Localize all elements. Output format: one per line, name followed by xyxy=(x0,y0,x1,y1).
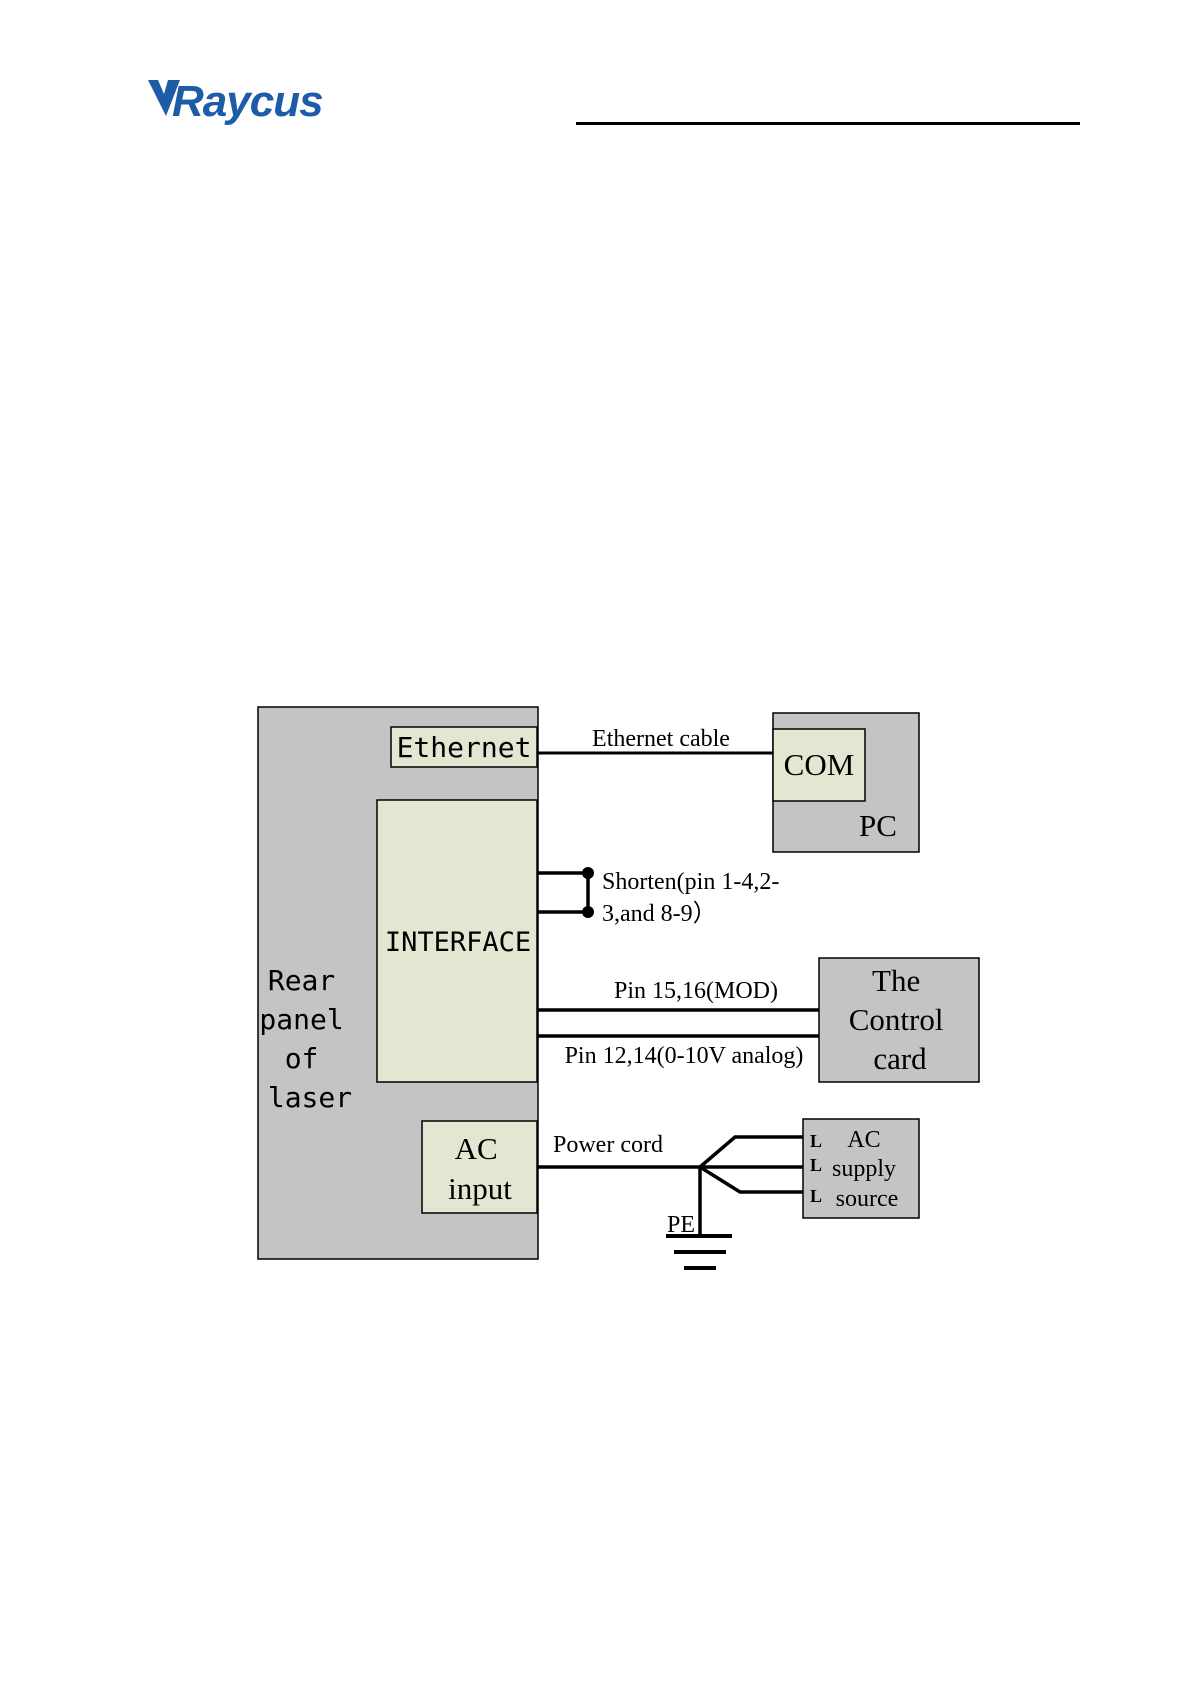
ac-supply-line: source xyxy=(836,1186,899,1212)
ethernet-port-label: Ethernet xyxy=(397,731,532,764)
power-cord-label: Power cord xyxy=(553,1132,663,1158)
control-card-line: card xyxy=(873,1041,927,1076)
pin-mod-label: Pin 15,16(MOD) xyxy=(614,978,778,1004)
interface-label: INTERFACE xyxy=(385,927,531,958)
ac-supply-line: AC xyxy=(847,1127,880,1153)
pin-analog-label: Pin 12,14(0-10V analog) xyxy=(565,1043,804,1069)
shorten-label: Shorten(pin 1-4,2- 3,and 8-9） xyxy=(602,869,785,927)
shorten-node-bottom xyxy=(582,906,594,918)
ac-supply-pin: L xyxy=(810,1155,822,1175)
control-card-line: Control xyxy=(849,1002,944,1037)
power-cord-branch-top xyxy=(700,1137,803,1167)
rear-panel-line: Rear xyxy=(268,964,335,997)
ac-supply-pin: L xyxy=(810,1186,822,1206)
shorten-label-line: Shorten(pin 1-4,2- xyxy=(602,869,779,895)
rear-panel-line: laser xyxy=(268,1081,352,1114)
ac-supply-pin: L xyxy=(810,1131,822,1151)
ac-input-line: input xyxy=(448,1171,512,1206)
pc-label: PC xyxy=(859,808,897,843)
shorten-jumper-wire xyxy=(537,873,588,912)
ethernet-cable-label: Ethernet cable xyxy=(592,726,730,752)
shorten-node-top xyxy=(582,867,594,879)
rear-panel-line: panel xyxy=(259,1003,343,1036)
shorten-label-line: 3,and 8-9） xyxy=(602,901,717,927)
ground-icon xyxy=(666,1236,732,1268)
ac-input-line: AC xyxy=(455,1131,498,1166)
rear-panel-line: of xyxy=(285,1042,319,1075)
com-port-label: COM xyxy=(784,747,855,782)
ac-supply-line: supply xyxy=(832,1156,896,1182)
power-cord-branch-bottom xyxy=(700,1167,803,1192)
control-card-line: The xyxy=(872,963,920,998)
